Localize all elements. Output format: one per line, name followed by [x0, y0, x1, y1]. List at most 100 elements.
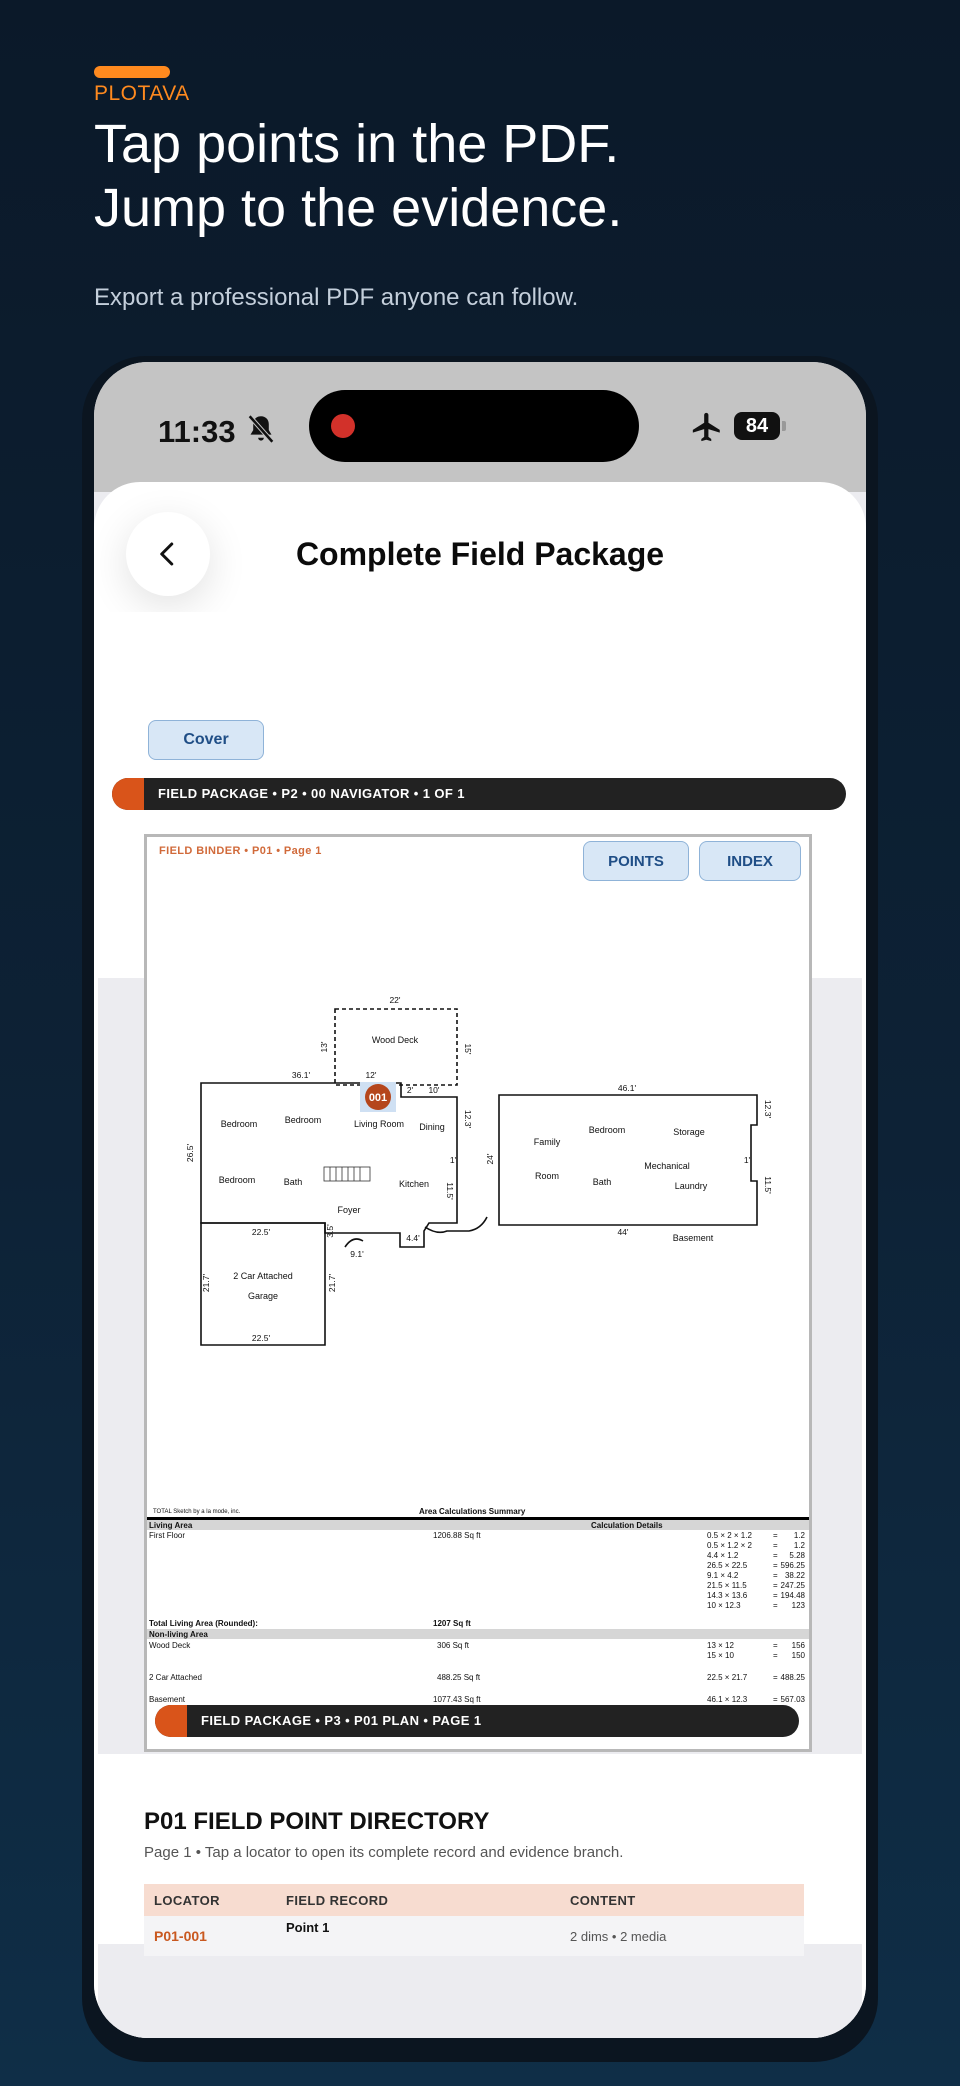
binder-label: FIELD BINDER • P01 • Page 1	[159, 845, 322, 857]
calc-eq-2: =	[773, 1541, 778, 1550]
point-marker-001[interactable]	[365, 1084, 391, 1110]
index-button[interactable]: INDEX	[699, 841, 801, 881]
first-floor-sqft: 1206.88 Sq ft	[433, 1531, 481, 1540]
package-bar-tab	[112, 778, 144, 810]
calc-eq-4: =	[773, 1561, 778, 1570]
dim-10: 10'	[428, 1085, 439, 1095]
dim-house-right-lower: 11.5'	[445, 1182, 455, 1200]
dim-basement-right: 12.3'	[763, 1100, 773, 1119]
locator-link[interactable]: P01-001	[154, 1928, 207, 1944]
bell-muted-icon	[247, 414, 275, 444]
room-living-room: Living Room	[354, 1119, 404, 1129]
dynamic-island	[309, 390, 639, 462]
dim-12: 12'	[365, 1070, 376, 1080]
dim-9-1: 9.1'	[350, 1249, 364, 1259]
living-area-band: Living Area Calculation Details	[147, 1520, 809, 1530]
page-title: Complete Field Package	[295, 536, 665, 572]
table-row[interactable]: P01-001 Point 1 2 dims • 2 media	[144, 1916, 804, 1956]
total-living-label: Total Living Area (Rounded):	[149, 1619, 258, 1628]
dim-basement-top: 46.1'	[618, 1083, 637, 1093]
directory-subtitle: Page 1 • Tap a locator to open its compl…	[144, 1844, 624, 1861]
pdf-page[interactable]: FIELD BINDER • P01 • Page 1 POINTS INDEX	[144, 834, 812, 1752]
package-bar-label: FIELD PACKAGE • P2 • 00 NAVIGATOR • 1 OF…	[158, 786, 465, 801]
calc-eq-5: =	[773, 1571, 778, 1580]
package-bar-top: FIELD PACKAGE • P2 • 00 NAVIGATOR • 1 OF…	[112, 778, 846, 810]
calc-val-5: 38.22	[784, 1571, 805, 1580]
calc-expr-5: 9.1 × 4.2	[707, 1571, 739, 1580]
column-content: CONTENT	[570, 1893, 636, 1908]
column-locator: LOCATOR	[154, 1893, 220, 1908]
garage-outline	[200, 1222, 326, 1346]
dim-house-left: 26.5'	[185, 1144, 195, 1163]
room-basement: Basement	[673, 1233, 714, 1243]
room-bedroom-3: Bedroom	[219, 1175, 256, 1185]
wood-deck-label: Wood Deck	[149, 1641, 191, 1650]
battery-indicator: 84	[734, 412, 780, 440]
dim-basement-right-lower: 11.5'	[763, 1176, 773, 1194]
wd-eq-1: =	[773, 1641, 778, 1650]
dim-garage-bottom: 22.5'	[252, 1333, 271, 1343]
basement-outline	[498, 1094, 758, 1226]
chevron-left-icon	[160, 542, 174, 566]
brand-accent-bar	[94, 66, 170, 78]
hero-section: PLOTAVA Tap points in the PDF. Jump to t…	[94, 66, 914, 312]
airplane-mode-icon	[692, 412, 720, 442]
calc-title: Area Calculations Summary	[419, 1507, 526, 1516]
living-area-label: Living Area	[149, 1521, 193, 1530]
dimension-labels: 22' 13' 15' 36.1' 12' 10' 2' 26.5' 12.3'…	[185, 995, 773, 1343]
non-living-label: Non-living Area	[149, 1630, 208, 1639]
marker-label: 001	[369, 1092, 387, 1104]
garage-val: 488.25	[780, 1673, 805, 1682]
garage-expr: 22.5 × 21.7	[707, 1673, 748, 1682]
room-garage-2: Garage	[248, 1291, 278, 1301]
hero-subtitle: Export a professional PDF anyone can fol…	[94, 284, 579, 311]
basement-expr: 46.1 × 12.3	[707, 1695, 748, 1704]
room-storage: Storage	[673, 1127, 705, 1137]
area-calculations: TOTAL Sketch by a la mode, inc. Area Cal…	[147, 1505, 809, 1749]
basement-val: 567.03	[780, 1695, 805, 1704]
room-room: Room	[535, 1171, 559, 1181]
calc-expr-7: 14.3 × 13.6	[707, 1591, 748, 1600]
dim-1-left: 1'	[450, 1155, 457, 1165]
wood-deck-outline	[334, 1008, 458, 1086]
dim-2: 2'	[407, 1085, 414, 1095]
field-point-directory: P01 FIELD POINT DIRECTORY Page 1 • Tap a…	[98, 1754, 862, 1956]
wd-eq-2: =	[773, 1651, 778, 1660]
calc-val-8: 123	[791, 1601, 805, 1610]
calc-expr-2: 0.5 × 1.2 × 2	[707, 1541, 752, 1550]
wd-expr-2: 15 × 10	[707, 1651, 734, 1660]
dim-basement-bottom: 44'	[617, 1227, 628, 1237]
dim-house-right: 12.3'	[463, 1110, 473, 1129]
calc-val-7: 194.48	[780, 1591, 805, 1600]
document-viewer[interactable]: Cover FIELD PACKAGE • P2 • 00 NAVIGATOR …	[98, 612, 862, 2038]
calc-val-2: 1.2	[793, 1541, 805, 1550]
room-bedroom-1: Bedroom	[221, 1119, 258, 1129]
wd-expr-1: 13 × 12	[707, 1641, 734, 1650]
wd-val-2: 150	[791, 1651, 805, 1660]
calc-val-6: 247.25	[780, 1581, 805, 1590]
room-laundry: Laundry	[675, 1181, 708, 1191]
basement-eq: =	[773, 1695, 778, 1704]
directory-title: P01 FIELD POINT DIRECTORY	[144, 1808, 490, 1835]
basement-sqft: 1077.43 Sq ft	[433, 1695, 481, 1704]
record-content: 2 dims • 2 media	[570, 1929, 667, 1944]
calc-expr-4: 26.5 × 22.5	[707, 1561, 748, 1570]
dim-1-right: 1'	[744, 1155, 751, 1165]
hero-title-line-1: Tap points in the PDF.	[94, 114, 620, 174]
points-button[interactable]: POINTS	[583, 841, 689, 881]
calc-eq-6: =	[773, 1581, 778, 1590]
back-button[interactable]	[126, 512, 210, 596]
basement-label: Basement	[149, 1695, 186, 1704]
brand-name: PLOTAVA	[94, 82, 190, 105]
first-floor-label: First Floor	[149, 1531, 185, 1540]
calc-val-3: 5.28	[789, 1551, 805, 1560]
calc-expr-3: 4.4 × 1.2	[707, 1551, 739, 1560]
column-field-record: FIELD RECORD	[286, 1893, 389, 1908]
room-labels: Wood Deck Bedroom Bedroom Living Room Di…	[219, 1035, 714, 1301]
hero-title: Tap points in the PDF. Jump to the evide…	[94, 112, 914, 240]
cover-button[interactable]: Cover	[148, 720, 264, 760]
stairs	[323, 1166, 371, 1182]
calc-details-label: Calculation Details	[591, 1521, 663, 1530]
phone-screen: 11:33 84 Complete Field Package	[94, 362, 866, 2038]
field-record: Point 1	[286, 1920, 330, 1935]
